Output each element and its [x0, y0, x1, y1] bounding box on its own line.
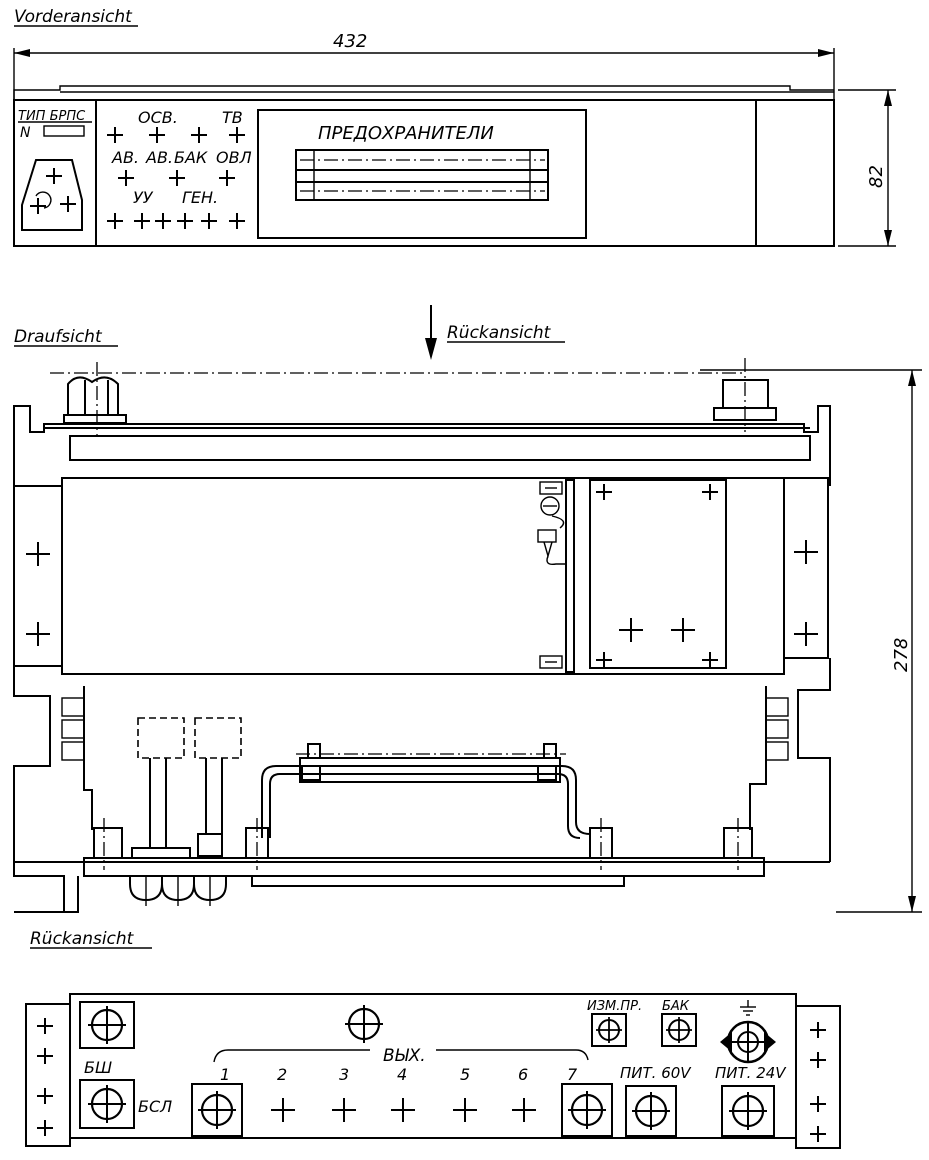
- label-dimensions-depth: 278: [891, 638, 912, 672]
- view-title-rear-arrow: Rückansicht: [447, 323, 565, 343]
- label-rear-panel-outputs-0: 1: [220, 1065, 230, 1084]
- label-rear-panel-out: ВЫХ.: [383, 1046, 426, 1066]
- label-rear-panel-outputs-1: 2: [277, 1065, 287, 1084]
- label-views-front: Vorderansicht: [14, 7, 133, 27]
- label-front-panel-av2: АВ.: [145, 148, 173, 167]
- label-front-panel-gen: ГЕН.: [182, 188, 218, 207]
- label-rear-panel-pit60: ПИТ. 60V: [620, 1064, 692, 1082]
- dimension-width: 432: [13, 31, 835, 100]
- label-front-panel-uu: УУ: [133, 188, 154, 207]
- label-rear-panel-meas: ИЗМ.ПР.: [587, 999, 642, 1014]
- label-rear-panel-bsh: БШ: [84, 1058, 112, 1077]
- front-view: 432 82 ТИП БРПС N ОСВ. ТВ: [13, 31, 896, 247]
- label-rear-panel-outputs-4: 5: [460, 1065, 470, 1084]
- label-rear-panel-bak: БАК: [662, 999, 690, 1014]
- label-dimensions-width: 432: [333, 31, 367, 52]
- label-rear-panel-outputs-6: 7: [567, 1065, 578, 1084]
- view-direction-arrow: [425, 305, 437, 360]
- label-front-panel-tv: ТВ: [222, 108, 243, 127]
- label-front-panel-av1: АВ.: [111, 148, 139, 167]
- view-title-top: Draufsicht: [14, 327, 118, 347]
- label-rear-panel-pit24: ПИТ. 24V: [715, 1064, 787, 1082]
- dimension-depth: 278: [700, 369, 922, 913]
- label-front-panel-fuses: ПРЕДОХРАНИТЕЛИ: [318, 123, 494, 144]
- label-rear-panel-bsl: БСЛ: [138, 1097, 172, 1116]
- view-title-rear: Rückansicht: [30, 929, 152, 949]
- label-views-rear-arrow: Rückansicht: [447, 323, 552, 343]
- label-front-panel-type-label: ТИП БРПС: [18, 109, 86, 124]
- ground-symbol: [740, 1000, 756, 1016]
- label-rear-panel-outputs-2: 3: [339, 1065, 349, 1084]
- label-front-panel-number-label: N: [20, 125, 31, 141]
- label-front-panel-osv: ОСВ.: [138, 108, 178, 127]
- rear-view: БШ БСЛ ВЫХ. 1 2 3 4 5 6 7 ИЗМ.ПР. БАК: [25, 993, 841, 1149]
- dimension-height: 82: [838, 89, 896, 247]
- label-front-panel-bak: БАК: [174, 148, 208, 167]
- label-rear-panel-outputs-3: 4: [397, 1065, 407, 1084]
- label-views-rear: Rückansicht: [30, 929, 135, 949]
- label-dimensions-height: 82: [866, 165, 887, 188]
- view-title-front: Vorderansicht: [14, 7, 138, 27]
- label-rear-panel-outputs-5: 6: [518, 1065, 528, 1084]
- label-views-top: Draufsicht: [14, 327, 103, 347]
- label-front-panel-ovl: ОВЛ: [216, 148, 252, 167]
- top-view: 278: [13, 358, 922, 913]
